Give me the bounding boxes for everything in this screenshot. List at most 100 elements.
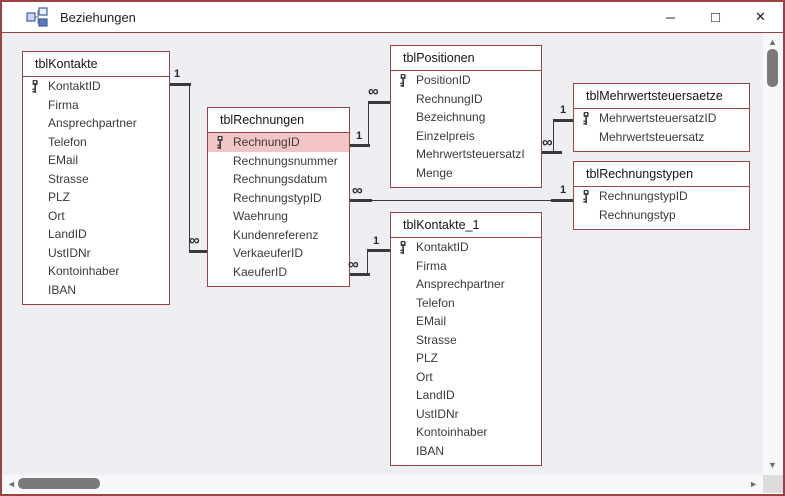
relationship-line[interactable] <box>350 200 573 201</box>
table-field-row[interactable]: KontaktID <box>391 238 541 257</box>
table-tblRechnungstypen[interactable]: tblRechnungstypen RechnungstypID Rechnun… <box>573 161 750 230</box>
table-field-row[interactable]: MehrwertsteuersatzI <box>391 145 541 164</box>
cardinality-many: ∞ <box>348 256 359 273</box>
table-field-row[interactable]: RechnungID <box>208 133 349 152</box>
table-field-row[interactable]: Einzelpreis <box>391 127 541 146</box>
table-field-row[interactable]: Rechnungstyp <box>574 206 749 225</box>
scroll-up-icon[interactable]: ▲ <box>768 37 777 47</box>
field-name: RechnungID <box>233 135 300 150</box>
table-title[interactable]: tblKontakte <box>23 52 169 77</box>
table-field-row[interactable]: Rechnungsnummer <box>208 152 349 171</box>
table-field-row[interactable]: Ort <box>391 368 541 387</box>
primary-key-icon <box>391 73 415 87</box>
table-field-row[interactable]: LandID <box>391 386 541 405</box>
table-field-row[interactable]: UstIDNr <box>23 244 169 263</box>
table-field-row[interactable]: PLZ <box>23 188 169 207</box>
table-tblKontakte-1[interactable]: tblKontakte_1 KontaktID Firma <box>390 212 542 466</box>
table-title[interactable]: tblRechnungen <box>208 108 349 133</box>
relationship-line[interactable] <box>542 151 562 154</box>
cardinality-one: 1 <box>174 68 181 80</box>
scroll-right-icon[interactable]: ► <box>749 479 758 489</box>
table-field-row[interactable]: Menge <box>391 164 541 183</box>
field-name: IBAN <box>48 282 77 297</box>
table-field-row[interactable]: Mehrwertsteuersatz <box>574 128 749 147</box>
primary-key-icon <box>574 189 598 203</box>
horizontal-scrollbar[interactable]: ◄ ► <box>2 475 763 493</box>
table-field-row[interactable]: Firma <box>23 96 169 115</box>
relationship-line[interactable] <box>553 119 573 122</box>
field-name: RechnungstypID <box>599 189 688 204</box>
window-controls: ─ □ ✕ <box>648 2 783 32</box>
table-field-row[interactable]: Rechnungsdatum <box>208 170 349 189</box>
scroll-left-icon[interactable]: ◄ <box>7 479 16 489</box>
table-field-row[interactable]: KaeuferID <box>208 263 349 282</box>
relationship-line[interactable] <box>170 83 191 86</box>
table-tblPositionen[interactable]: tblPositionen PositionID RechnungID <box>390 45 542 188</box>
table-field-row[interactable]: Kontoinhaber <box>391 423 541 442</box>
table-title[interactable]: tblPositionen <box>391 46 541 71</box>
cardinality-many: ∞ <box>189 232 200 249</box>
field-name: Rechnungsnummer <box>233 153 338 168</box>
minimize-button[interactable]: ─ <box>648 2 693 32</box>
table-tblRechnungen[interactable]: tblRechnungen RechnungID Rechnungsnummer <box>207 107 350 287</box>
table-field-row[interactable]: PLZ <box>391 349 541 368</box>
cardinality-one: 1 <box>356 130 363 142</box>
horizontal-scrollbar-thumb[interactable] <box>18 478 100 489</box>
field-name: PLZ <box>48 190 71 205</box>
table-field-row[interactable]: Strasse <box>391 331 541 350</box>
relationship-line[interactable] <box>189 250 207 253</box>
primary-key-icon <box>574 111 598 125</box>
window-title: Beziehungen <box>60 9 136 25</box>
table-field-row[interactable]: Telefon <box>391 294 541 313</box>
table-field-row[interactable]: Telefon <box>23 133 169 152</box>
relationship-line[interactable] <box>368 101 390 104</box>
table-field-row[interactable]: EMail <box>23 151 169 170</box>
maximize-button[interactable]: □ <box>693 2 738 32</box>
close-button[interactable]: ✕ <box>738 2 783 32</box>
table-field-row[interactable]: Waehrung <box>208 207 349 226</box>
relationship-line[interactable] <box>551 199 573 202</box>
table-field-row[interactable]: EMail <box>391 312 541 331</box>
table-tblMehrwertsteuersaetze[interactable]: tblMehrwertsteuersaetze Mehrwertsteuersa… <box>573 83 750 152</box>
table-field-row[interactable]: RechnungID <box>391 90 541 109</box>
relationships-canvas[interactable]: tblKontakte KontaktID Firma <box>2 33 763 475</box>
table-field-row[interactable]: Ansprechpartner <box>23 114 169 133</box>
title-bar[interactable]: Beziehungen ─ □ ✕ <box>2 2 783 33</box>
table-title[interactable]: tblMehrwertsteuersaetze <box>574 84 749 109</box>
field-name: KaeuferID <box>233 264 288 279</box>
relationship-line[interactable] <box>189 83 190 253</box>
vertical-scrollbar-thumb[interactable] <box>767 49 778 87</box>
table-field-row[interactable]: PositionID <box>391 71 541 90</box>
table-tblKontakte[interactable]: tblKontakte KontaktID Firma <box>22 51 170 305</box>
relationship-line[interactable] <box>553 119 554 154</box>
table-field-row[interactable]: Bezeichnung <box>391 108 541 127</box>
vertical-scrollbar[interactable]: ▲ ▼ <box>763 33 783 475</box>
table-field-row[interactable]: VerkaeuferID <box>208 244 349 263</box>
relationship-line[interactable] <box>367 249 368 276</box>
table-field-row[interactable]: RechnungstypID <box>574 187 749 206</box>
table-field-row[interactable]: UstIDNr <box>391 405 541 424</box>
table-field-row[interactable]: IBAN <box>391 442 541 461</box>
field-name: Ort <box>416 369 433 384</box>
scroll-down-icon[interactable]: ▼ <box>768 460 777 470</box>
field-name: Ort <box>48 208 65 223</box>
field-name: UstIDNr <box>416 406 459 421</box>
table-title[interactable]: tblKontakte_1 <box>391 213 541 238</box>
table-field-row[interactable]: KontaktID <box>23 77 169 96</box>
relationship-line[interactable] <box>368 101 369 147</box>
table-field-row[interactable]: Ansprechpartner <box>391 275 541 294</box>
table-field-row[interactable]: Ort <box>23 207 169 226</box>
relationship-line[interactable] <box>350 273 370 276</box>
relationship-line[interactable] <box>350 144 370 147</box>
table-field-row[interactable]: MehrwertsteuersatzID <box>574 109 749 128</box>
field-name: PLZ <box>416 351 439 366</box>
table-field-row[interactable]: IBAN <box>23 281 169 300</box>
table-field-row[interactable]: Strasse <box>23 170 169 189</box>
table-field-row[interactable]: RechnungstypID <box>208 189 349 208</box>
table-field-row[interactable]: Firma <box>391 257 541 276</box>
table-field-row[interactable]: Kontoinhaber <box>23 262 169 281</box>
table-field-row[interactable]: LandID <box>23 225 169 244</box>
table-title[interactable]: tblRechnungstypen <box>574 162 749 187</box>
relationship-line[interactable] <box>367 249 390 252</box>
table-field-row[interactable]: Kundenreferenz <box>208 226 349 245</box>
